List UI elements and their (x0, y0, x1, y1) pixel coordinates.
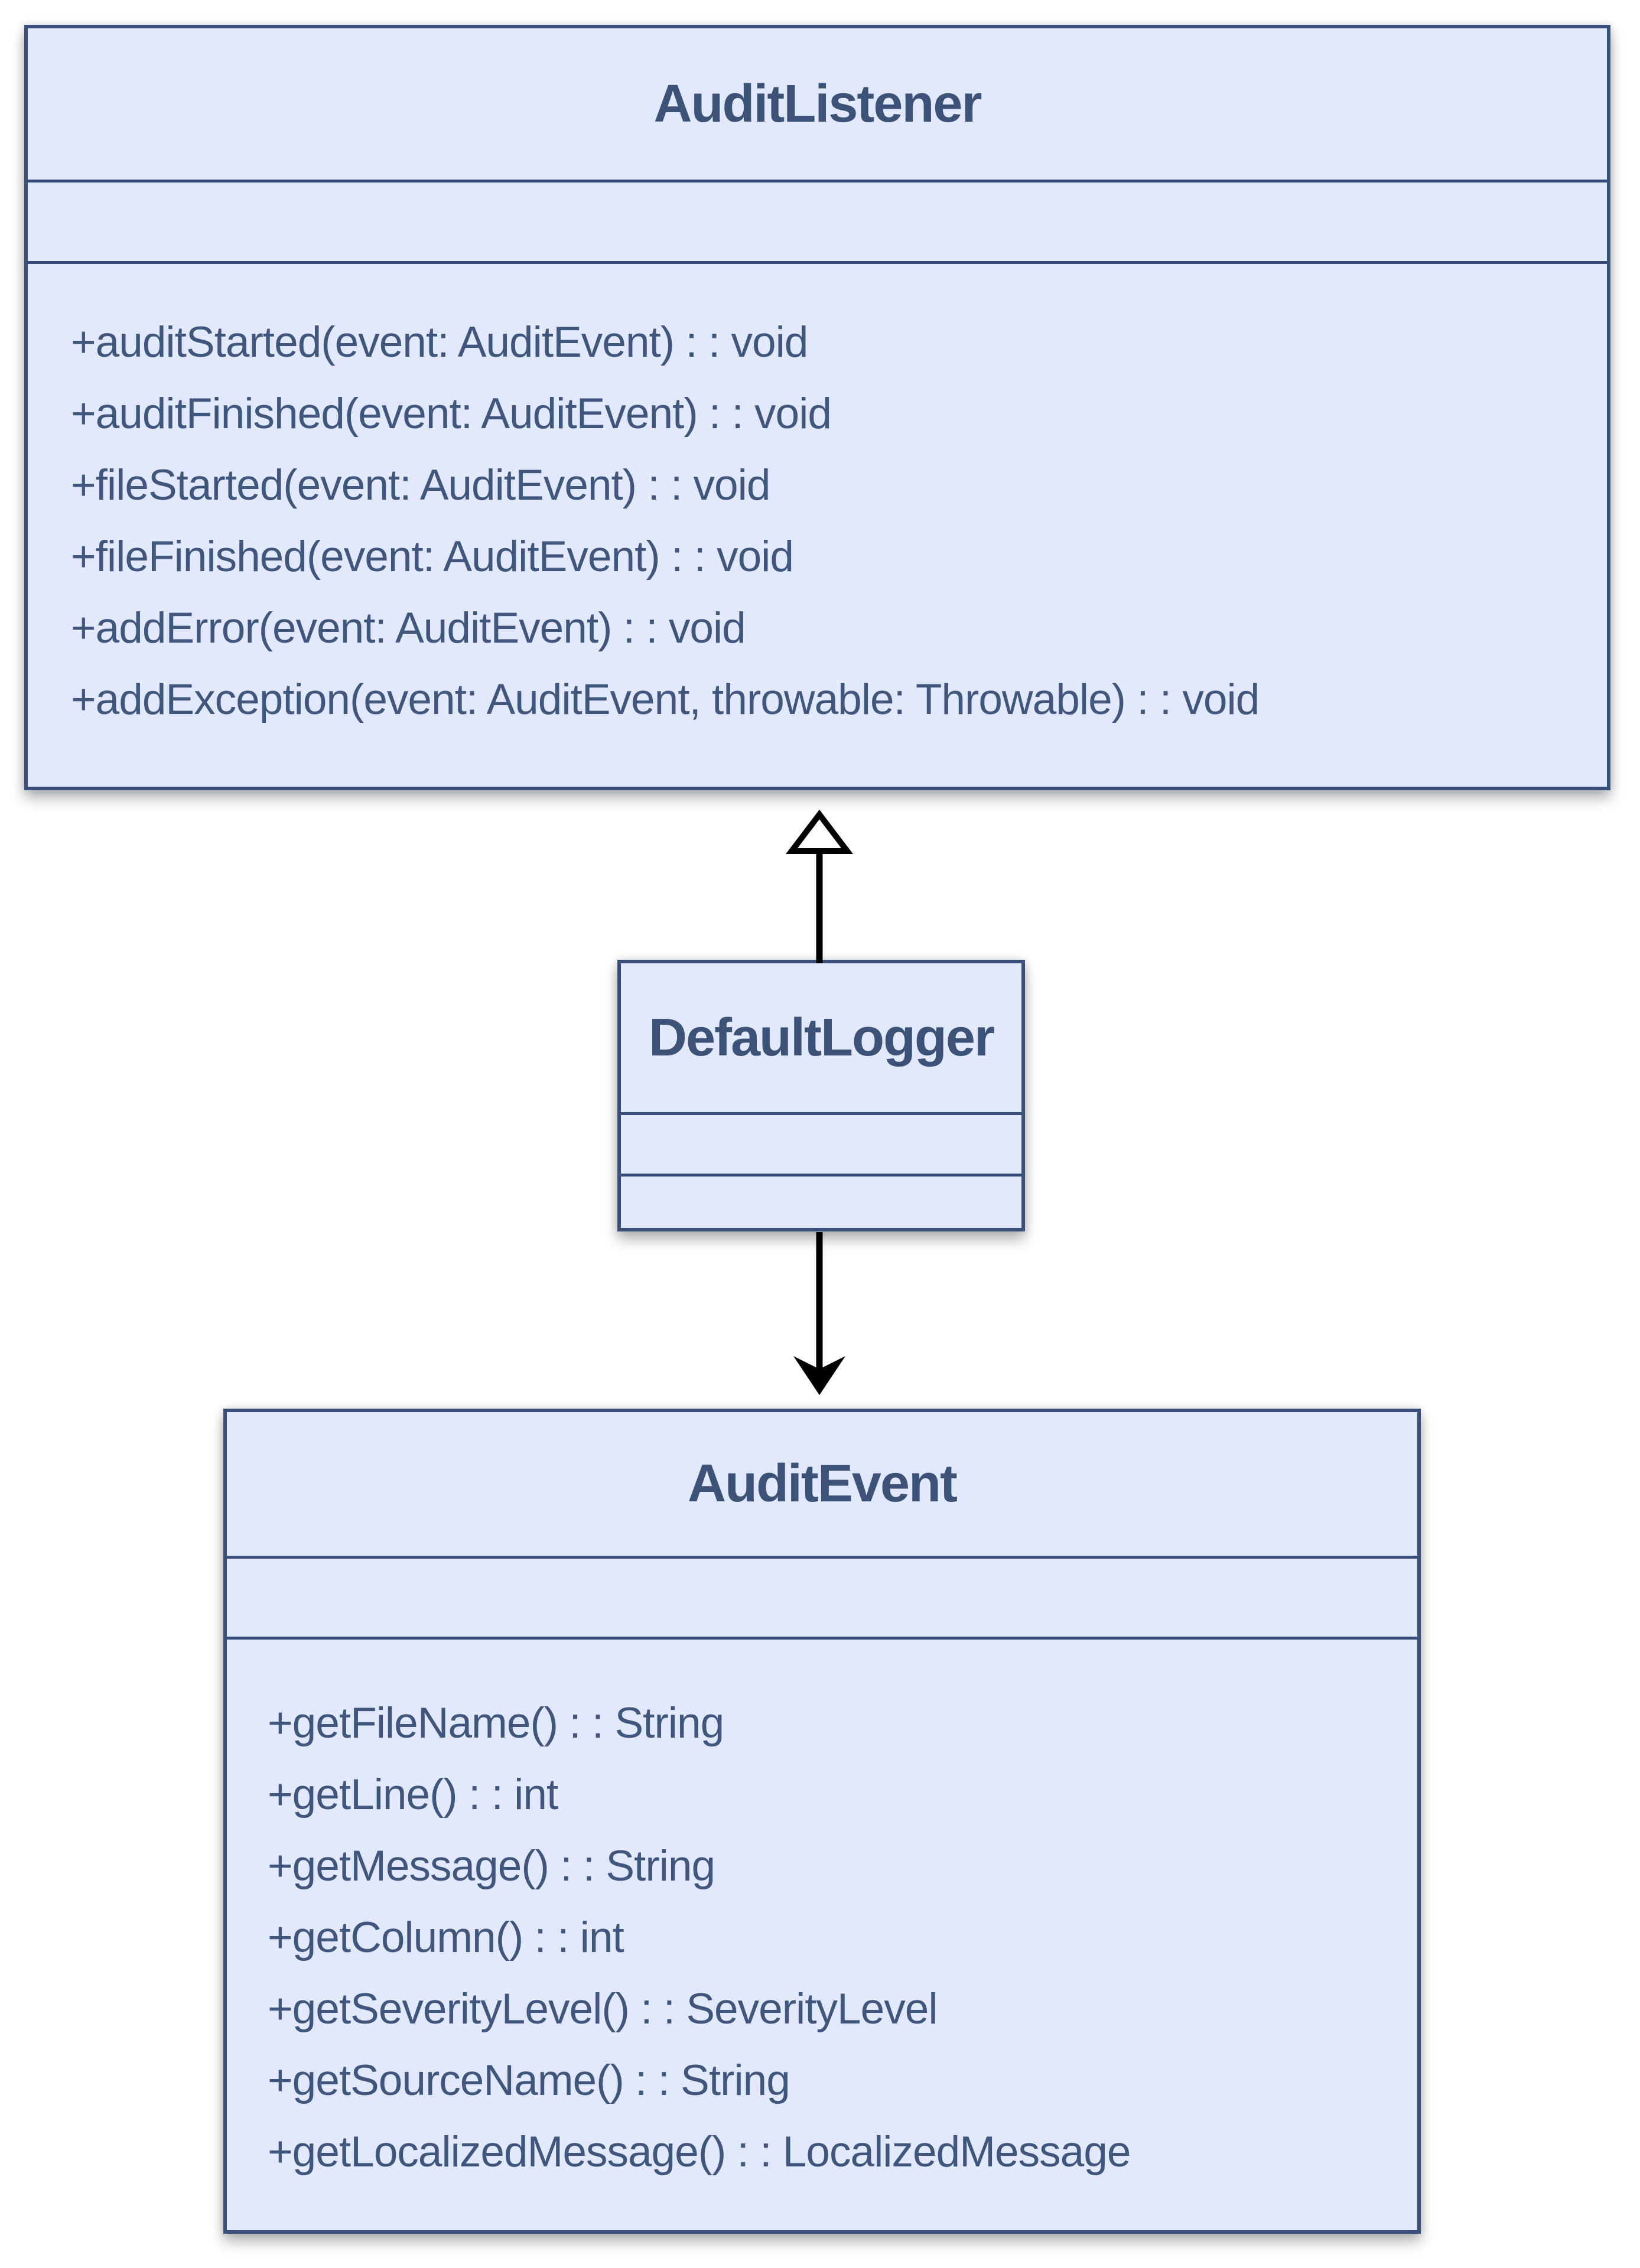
attributes-compartment (28, 180, 1607, 261)
method-row: +addError(event: AuditEvent) : : void (71, 604, 746, 652)
attributes-compartment (621, 1112, 1021, 1174)
method-row: +getFileName() : : String (268, 1699, 724, 1747)
attributes-compartment (227, 1556, 1417, 1637)
association-arrow (793, 1232, 845, 1395)
class-title: AuditEvent (687, 1454, 958, 1513)
method-row: +addException(event: AuditEvent, throwab… (71, 676, 1260, 724)
method-row: +getLine() : : int (268, 1771, 558, 1819)
class-box-default-logger: DefaultLogger (617, 960, 1025, 1231)
method-row: +getMessage() : : String (268, 1842, 715, 1890)
class-box-audit-listener: AuditListener +auditStarted(event: Audit… (24, 25, 1610, 790)
method-row: +auditStarted(event: AuditEvent) : : voi… (71, 318, 808, 366)
method-row: +getSourceName() : : String (268, 2057, 790, 2104)
realization-arrow (785, 809, 854, 963)
method-row: +getLocalizedMessage() : : LocalizedMess… (268, 2128, 1131, 2176)
hollow-triangle-arrowhead-icon (785, 809, 854, 854)
method-row: +getSeverityLevel() : : SeverityLevel (268, 1985, 938, 2033)
barbed-arrowhead-icon (793, 1356, 845, 1395)
methods-compartment: +auditStarted(event: AuditEvent) : : voi… (28, 261, 1607, 787)
method-row: +fileStarted(event: AuditEvent) : : void (71, 461, 770, 509)
method-row: +getColumn() : : int (268, 1914, 624, 1961)
class-title: AuditListener (653, 74, 982, 133)
methods-compartment: +getFileName() : : String +getLine() : :… (227, 1637, 1417, 2230)
method-row: +auditFinished(event: AuditEvent) : : vo… (71, 390, 832, 438)
methods-compartment (621, 1174, 1021, 1228)
class-title: DefaultLogger (648, 1008, 995, 1067)
method-row: +fileFinished(event: AuditEvent) : : voi… (71, 533, 794, 581)
class-box-audit-event: AuditEvent +getFileName() : : String +ge… (223, 1409, 1421, 2234)
